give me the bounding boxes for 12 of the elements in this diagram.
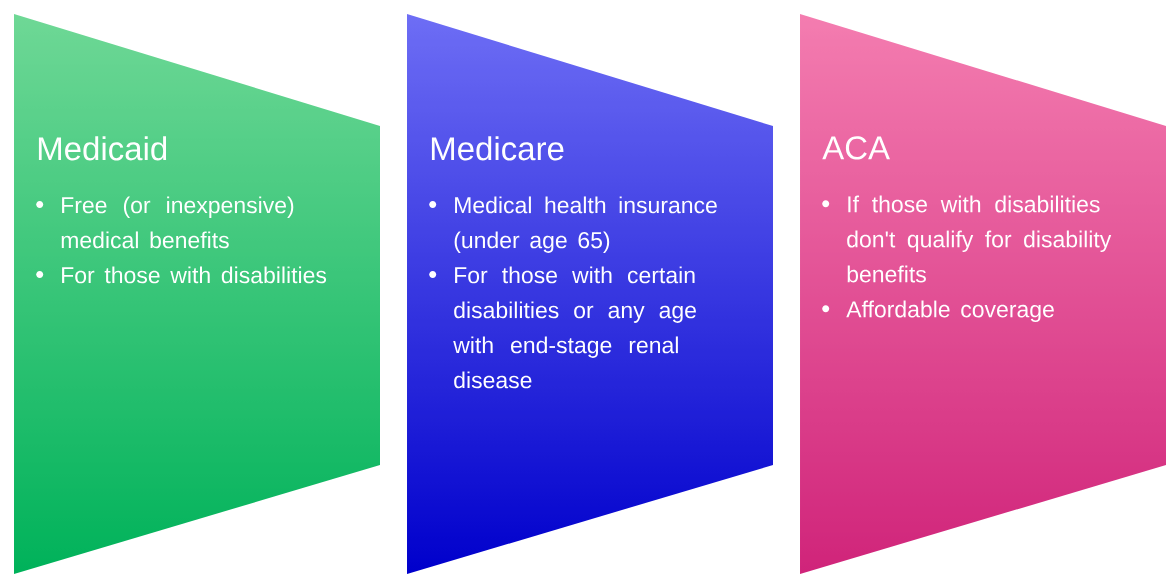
trapezoid-panel bbox=[822, 136, 1112, 322]
panel-heading: Medicare bbox=[431, 136, 564, 161]
trapezoid-panel bbox=[429, 136, 717, 389]
bullet-item: For those with disabilities bbox=[62, 266, 327, 284]
bullet-item: Affordable coverage bbox=[846, 300, 1054, 322]
panel-heading: Medicaid bbox=[38, 136, 167, 161]
bullet-item: For those with certain disabilities or any age with end-stage renal disease bbox=[453, 266, 696, 389]
bullet-item: Free (or inexpensive) medical benefits bbox=[61, 196, 294, 249]
bullet-item: If those with disabilities don't qualify for disability benefits bbox=[847, 195, 1112, 283]
bullet-item: Medical health insurance (under age 65) bbox=[454, 196, 717, 253]
trapezoid-panel bbox=[36, 136, 327, 284]
panel-heading: ACA bbox=[822, 136, 890, 160]
